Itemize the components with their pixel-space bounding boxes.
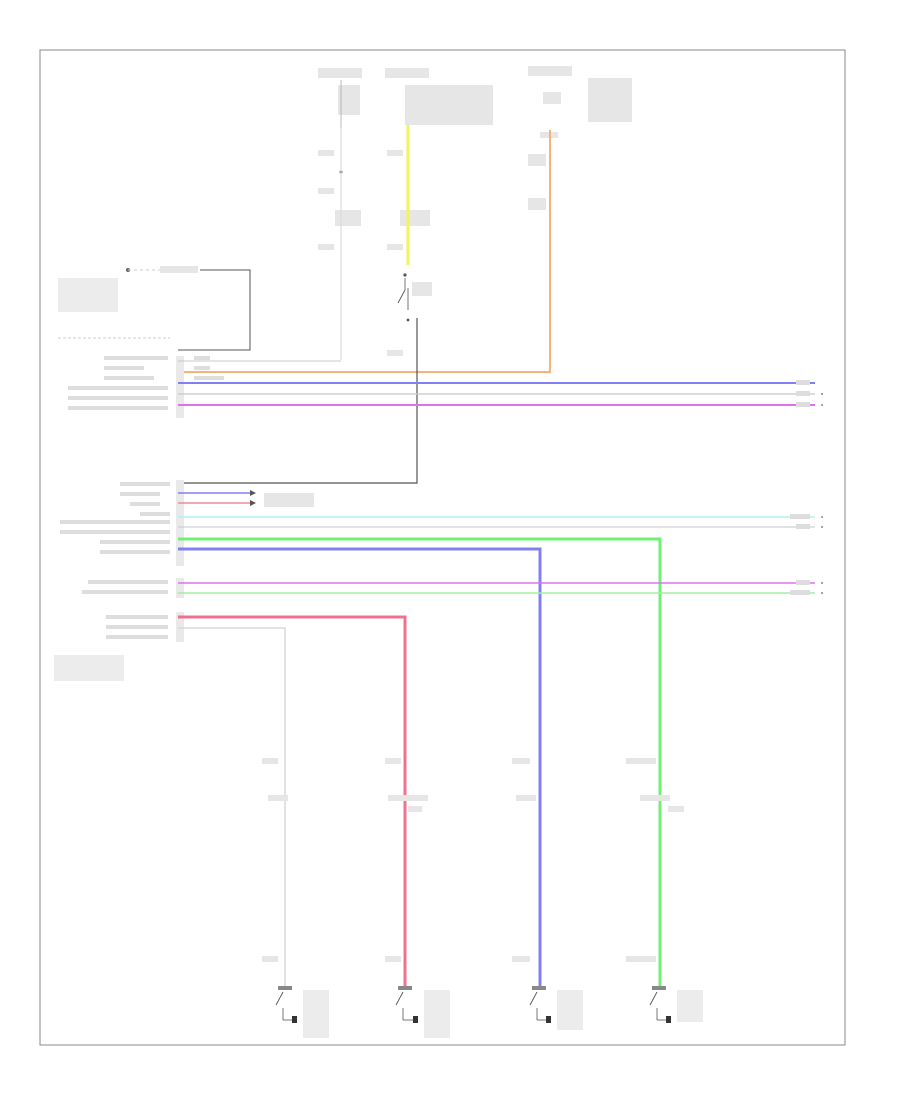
connector-arrow-icon	[250, 500, 256, 506]
wire-black	[178, 318, 418, 484]
connector-arrow-icon	[250, 490, 256, 496]
door-switch-right-rear	[649, 986, 703, 1023]
diagram-frame	[39, 49, 846, 1046]
right-labels-2	[790, 514, 823, 529]
right-labels-3	[790, 580, 823, 595]
wire-white-lower	[178, 627, 286, 990]
ground-icon	[413, 1016, 418, 1023]
key-switch-icon	[397, 273, 410, 322]
fuse-block-right	[528, 66, 632, 210]
column-labels	[262, 758, 684, 962]
fuse-block-center	[385, 68, 493, 356]
sensor-top-left	[58, 266, 251, 351]
connector-ground	[54, 612, 184, 681]
connector-lock	[82, 578, 184, 598]
connector-upper	[68, 356, 224, 418]
ground-icon	[292, 1016, 297, 1023]
right-labels-1	[796, 380, 823, 407]
wire-red	[178, 615, 407, 990]
connector-lower	[60, 480, 314, 566]
wire-blue-2	[178, 547, 542, 990]
door-switch-right-front	[529, 986, 583, 1030]
door-switch-left-rear	[395, 986, 450, 1038]
wire-green	[178, 537, 662, 990]
wire-orange	[178, 130, 551, 373]
ground-icon	[666, 1016, 671, 1023]
ground-icon	[546, 1016, 551, 1023]
door-switch-left-front	[275, 986, 329, 1038]
fuse-block-left	[318, 68, 362, 360]
